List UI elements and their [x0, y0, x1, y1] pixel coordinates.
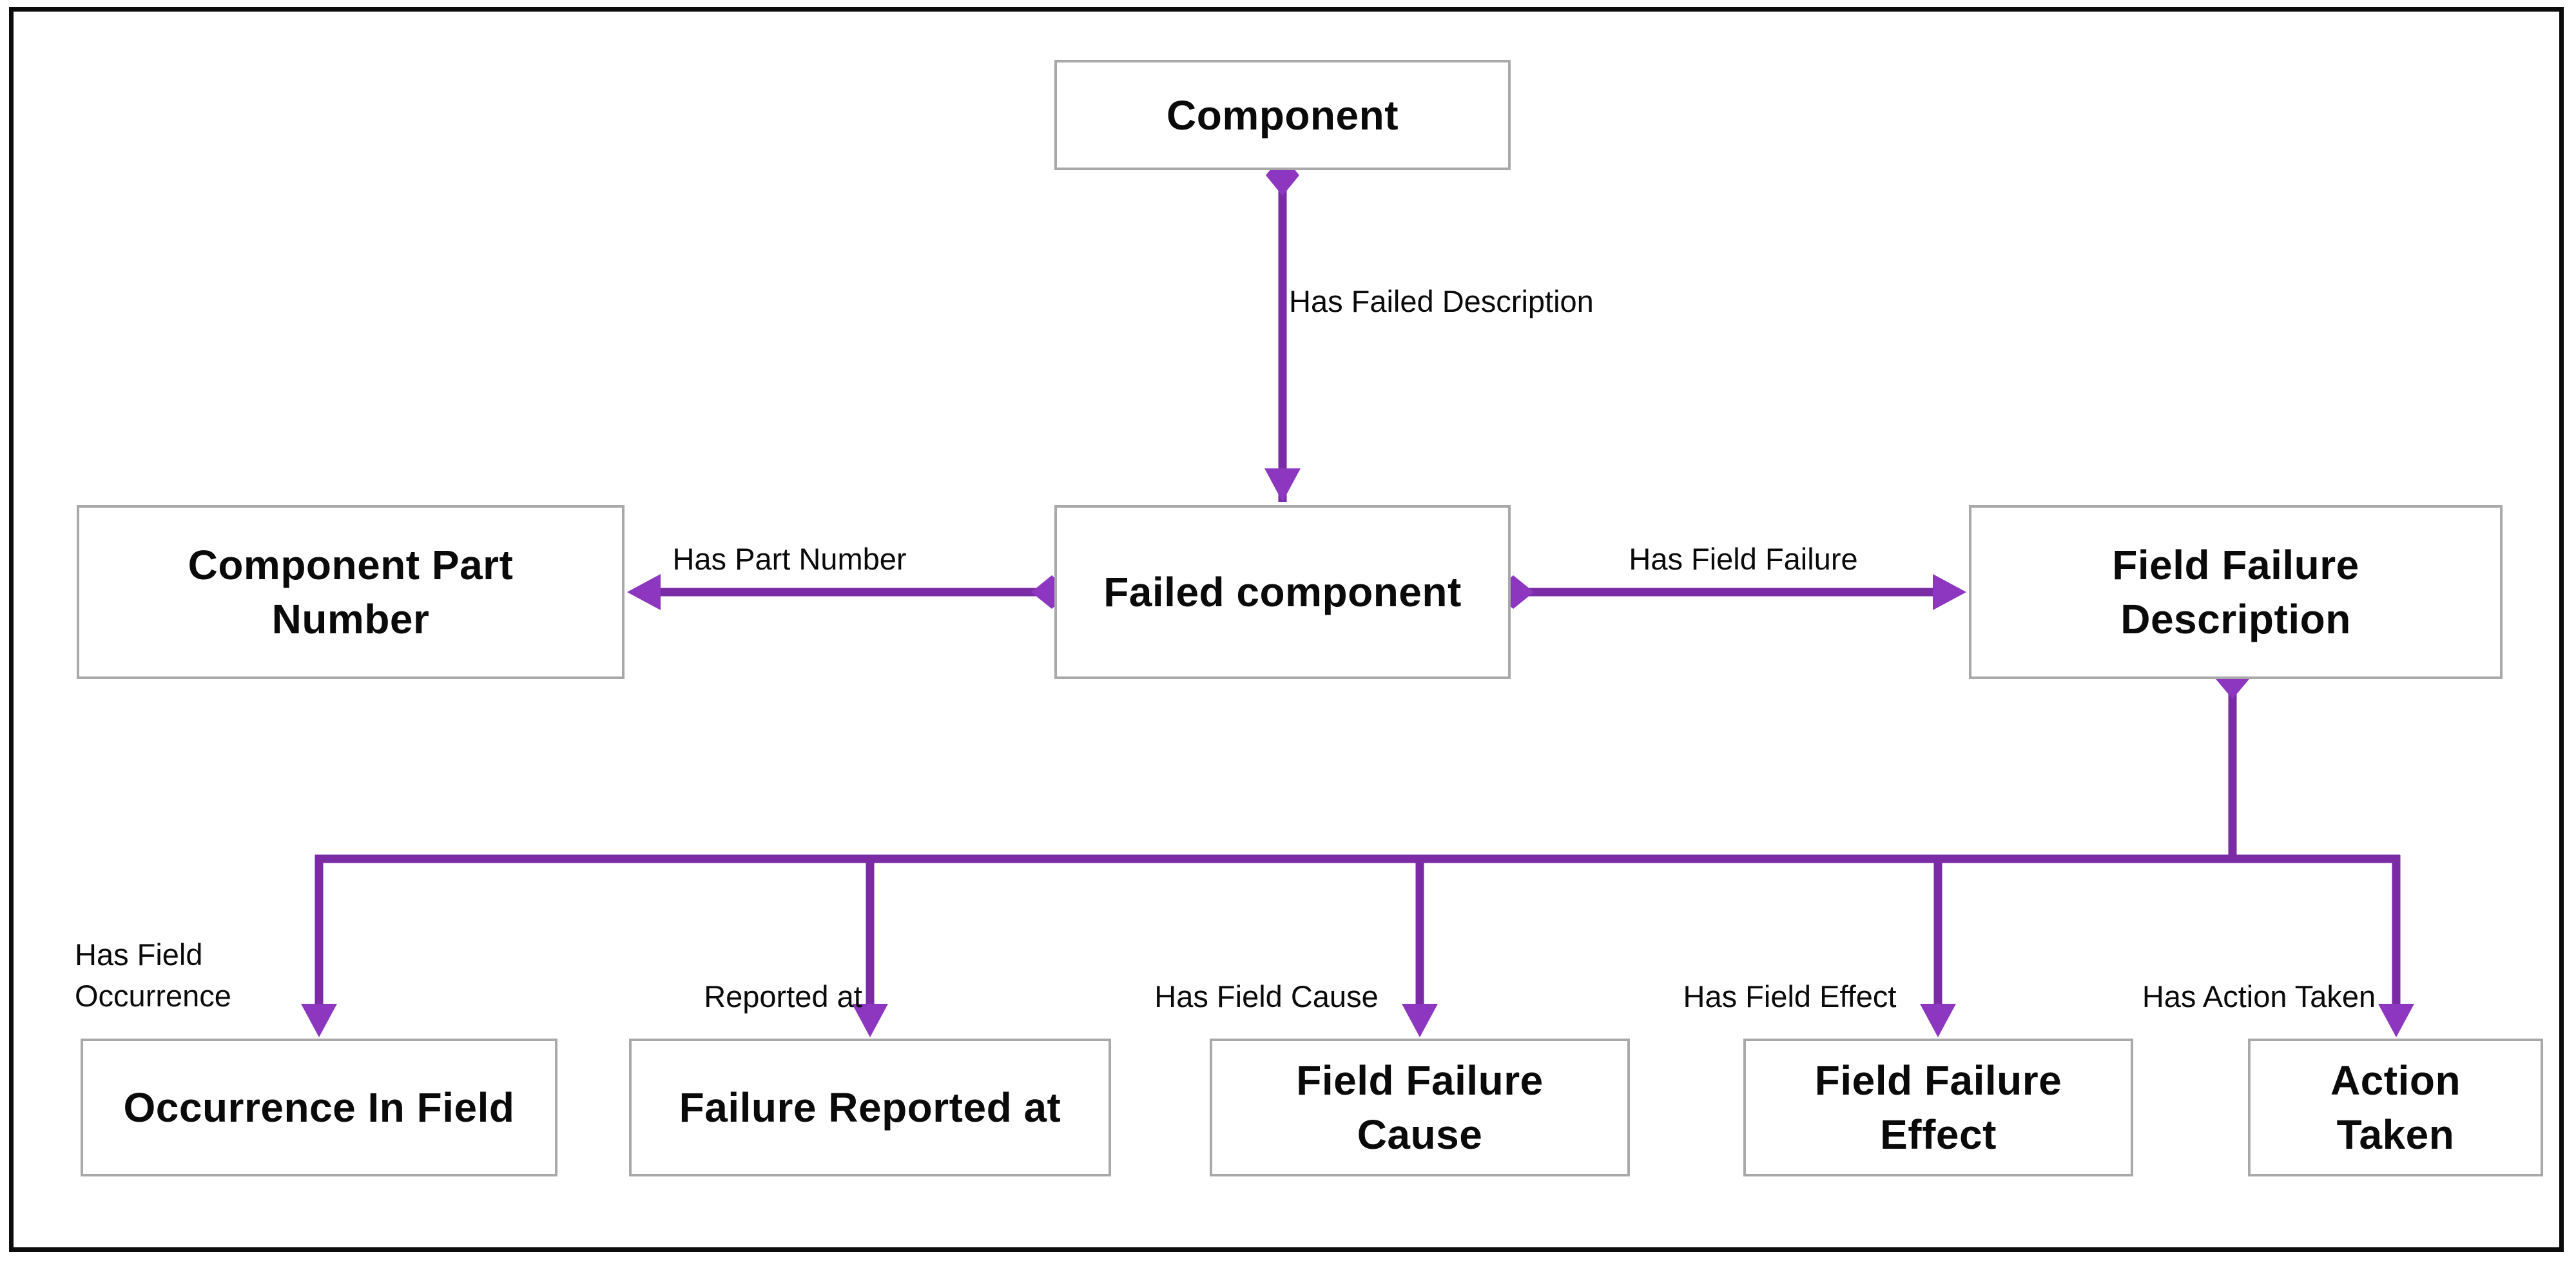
node-component-part-number: Component Part Number — [77, 505, 625, 679]
node-label: Field Failure Description — [2112, 542, 2359, 642]
arrowhead-down-icon — [852, 1004, 888, 1037]
node-field-failure-effect: Field Failure Effect — [1743, 1039, 2133, 1176]
node-field-failure-cause: Field Failure Cause — [1210, 1039, 1630, 1176]
node-occurrence-in-field: Occurrence In Field — [81, 1039, 557, 1176]
arrowhead-down-icon — [1402, 1004, 1438, 1037]
node-label: Field Failure Cause — [1296, 1057, 1544, 1158]
node-label: Field Failure Effect — [1814, 1057, 2062, 1158]
diagram-frame-border — [9, 7, 2564, 1252]
node-label: Occurrence In Field — [123, 1084, 515, 1131]
node-field-failure-description: Field Failure Description — [1969, 505, 2503, 679]
edge-label-has-field-occurrence: Has Field Occurrence — [75, 937, 231, 1013]
node-failure-reported-at: Failure Reported at — [629, 1039, 1111, 1176]
arrowhead-right-icon — [1933, 574, 1966, 610]
arrowhead-down-icon — [301, 1004, 337, 1037]
edge-label-reported-at: Reported at — [704, 979, 862, 1013]
arrowhead-left-icon — [627, 574, 661, 610]
node-label: Action Taken — [2330, 1057, 2461, 1158]
edge-label-has-field-effect: Has Field Effect — [1683, 979, 1897, 1013]
node-component: Component — [1054, 60, 1511, 170]
edge-label-has-failed-description: Has Failed Description — [1289, 284, 1594, 318]
node-failed-component: Failed component — [1054, 505, 1511, 679]
node-label: Component — [1167, 91, 1399, 139]
edge-label-has-field-failure: Has Field Failure — [1629, 542, 1858, 576]
node-action-taken: Action Taken — [2248, 1039, 2543, 1176]
edge-label-has-action-taken: Has Action Taken — [2142, 979, 2376, 1013]
edge-label-has-field-cause: Has Field Cause — [1154, 979, 1379, 1013]
edge-label-has-part-number: Has Part Number — [672, 542, 907, 576]
node-label: Failed component — [1103, 569, 1462, 615]
node-label: Component Part Number — [188, 542, 514, 642]
arrowhead-down-icon — [1264, 468, 1301, 502]
arrowhead-down-icon — [1920, 1004, 1956, 1037]
arrowhead-down-icon — [2378, 1004, 2414, 1037]
node-label: Failure Reported at — [679, 1084, 1061, 1131]
